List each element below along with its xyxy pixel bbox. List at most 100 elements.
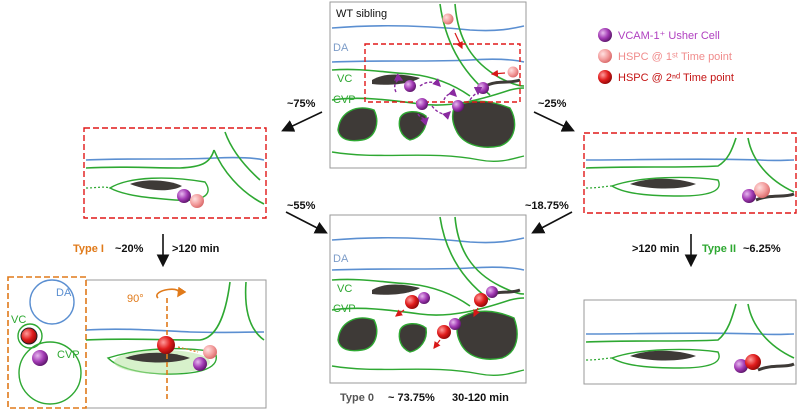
type-ii-dotted-line xyxy=(585,357,613,361)
legend-hspc-t1-icon xyxy=(598,49,612,63)
legend-hspc-t1-label: HSPC @ 1ˢᵗ Time point xyxy=(618,51,732,63)
cvp-tissue-2 xyxy=(398,111,427,141)
inset-hspc xyxy=(20,327,38,345)
cross-section-cvp-circle xyxy=(18,341,82,405)
arrow-right-to-center xyxy=(531,211,573,234)
left-vessel-right xyxy=(213,149,265,205)
cross-section-vc-circle xyxy=(17,323,43,349)
arrow-to-left-panel xyxy=(281,111,323,132)
type-ii-dark-streak xyxy=(757,362,795,372)
left-usher-cell xyxy=(177,189,191,203)
usher-cell-1 xyxy=(404,80,416,92)
type-0-vc-line xyxy=(331,278,471,307)
type-0-tissue-3 xyxy=(456,310,518,360)
vc-line xyxy=(331,68,471,97)
arrow-left-to-center xyxy=(285,211,328,234)
cvp-tissue-3 xyxy=(451,100,516,148)
type-0-percent: ~ 73.75% xyxy=(388,392,435,404)
usher-cell-3 xyxy=(452,100,464,112)
legend-usher-icon xyxy=(598,28,612,42)
left-vessel-diagonal xyxy=(224,131,261,181)
vertical-vessel-right xyxy=(454,3,525,87)
type-i-hspc xyxy=(157,336,175,354)
right-dark-streak xyxy=(485,78,521,88)
type-0-hspc-arrow-2 xyxy=(473,307,480,318)
hspc-t1-top xyxy=(442,13,454,25)
type-ii-dark-tissue xyxy=(630,350,696,361)
type-0-hspc-2 xyxy=(474,293,488,307)
hspc-flow-arrow-top xyxy=(454,32,463,50)
left-da-line xyxy=(85,156,265,161)
type-0-cvp-line xyxy=(331,297,525,316)
right-vc-line xyxy=(585,137,737,169)
type-i-dark-tissue xyxy=(125,352,190,363)
type-0-hspc-arrow-3 xyxy=(433,339,441,349)
type-i-time: >120 min xyxy=(172,243,220,255)
inset-label-cvp: CVP xyxy=(57,349,80,361)
type-i-hspc-faded xyxy=(203,345,217,359)
type-ii-da-line xyxy=(585,332,795,336)
type-i-da-line xyxy=(85,328,265,334)
left-dark-tissue xyxy=(130,180,182,191)
type-i-detail-frame xyxy=(83,279,267,409)
cvp-tissue-1 xyxy=(337,107,378,142)
type-ii-usher-cell xyxy=(734,359,748,373)
right-zoom-panel xyxy=(583,132,797,214)
right-dotted-line xyxy=(585,185,613,189)
type-0-tissue-2 xyxy=(398,323,427,353)
usher-motion-arrow-1 xyxy=(393,73,404,93)
type-0-vc-tissue xyxy=(372,284,420,295)
percent-top-right: ~25% xyxy=(538,98,567,110)
type-0-usher-2 xyxy=(486,286,498,298)
rotation-angle: 90° xyxy=(127,293,144,305)
usher-cell-2 xyxy=(416,98,428,110)
type-ii-hspc xyxy=(745,354,761,370)
type-0-hspc-arrow-1 xyxy=(395,309,405,317)
legend-hspc-t2-label: HSPC @ 2ⁿᵈ Time point xyxy=(618,72,734,84)
type-0-label-vc: VC xyxy=(337,283,352,295)
left-hspc xyxy=(190,194,204,208)
label-cvp: CVP xyxy=(333,94,356,106)
type-i-detail-panel: DA CVP VC 90° xyxy=(7,276,267,409)
type-0-bottom-line xyxy=(331,365,525,377)
legend: VCAM-1⁺ Usher Cell HSPC @ 1ˢᵗ Time point… xyxy=(598,28,734,84)
type-i-vessel xyxy=(244,281,265,341)
usher-motion-arrow-5 xyxy=(469,86,483,101)
right-dark-tissue xyxy=(630,178,696,189)
wt-sibling-panel: WT sibling DA VC CVP xyxy=(329,1,527,169)
percent-mid-right: ~18.75% xyxy=(525,200,569,212)
cvp-bottom-line xyxy=(331,151,525,163)
type-0-vessel-left xyxy=(439,216,491,301)
type-0-panel: DA VC CVP xyxy=(329,214,527,384)
type-0-time: 30-120 min xyxy=(452,392,509,404)
type-ii-panel xyxy=(583,299,797,385)
type-ii-percent: ~6.25% xyxy=(743,243,781,255)
type-i-usher-cell xyxy=(193,357,207,371)
zoom-region-box xyxy=(364,43,521,103)
rotation-arrow xyxy=(156,286,187,299)
usher-cell-4 xyxy=(477,82,489,94)
inset-label-vc: VC xyxy=(11,314,26,326)
wt-sibling-title: WT sibling xyxy=(336,8,387,20)
inset-label-da: DA xyxy=(56,287,72,299)
type-0-usher-1 xyxy=(418,292,430,304)
type-0-tissue-1 xyxy=(337,317,378,352)
usher-motion-arrow-3 xyxy=(431,105,451,120)
right-usher-cell xyxy=(742,189,756,203)
usher-motion-arrow-2 xyxy=(419,78,441,87)
right-zoom-frame xyxy=(583,132,797,214)
type-i-vc-line xyxy=(85,281,231,341)
type-i-dotted-connector xyxy=(177,346,199,353)
type-0-name: Type 0 xyxy=(340,392,374,404)
type-i-percent: ~20% xyxy=(115,243,144,255)
inset-usher-cell xyxy=(32,350,48,366)
hspc-t1-right xyxy=(507,66,519,78)
left-zoom-frame xyxy=(83,127,267,219)
type-ii-vessel xyxy=(747,303,795,359)
hspc-flow-arrow-right xyxy=(490,69,506,78)
right-hspc xyxy=(754,182,770,198)
percent-mid-left: ~55% xyxy=(287,200,316,212)
right-da-line xyxy=(585,158,795,162)
type-ii-vc-line xyxy=(585,303,737,343)
